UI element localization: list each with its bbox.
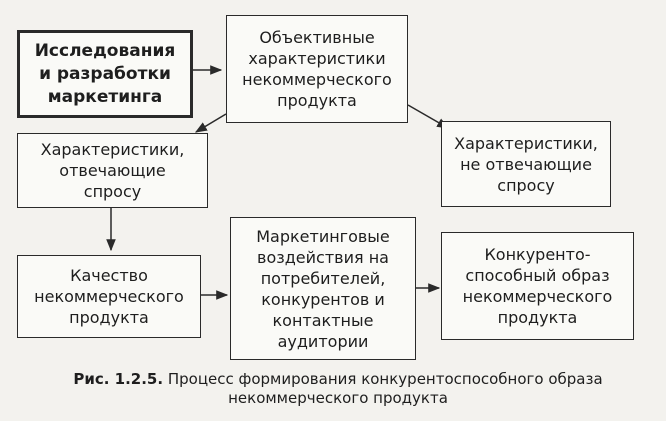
box-marketing-impacts-text: Маркетинговые воздействия на потребителе…	[256, 226, 390, 351]
figure-caption-line-1: Рис. 1.2.5. Процесс формирования конкуре…	[18, 370, 658, 389]
box-marketing-impacts: Маркетинговые воздействия на потребителе…	[230, 217, 416, 360]
box-objective-characteristics-text: Объективные характеристики некоммерческо…	[242, 28, 392, 110]
figure-caption-line-2: некоммерческого продукта	[228, 389, 448, 407]
box-characteristics-not-meeting-demand: Характеристики, не отвечающие спросу	[441, 121, 611, 207]
figure-label: Рис. 1.2.5.	[73, 370, 164, 388]
figure-caption-text: Процесс формирования конкурентоспособног…	[167, 370, 603, 388]
box-marketing-research-text: Исследования и разработки маркетинга	[34, 40, 176, 107]
box-characteristics-not-meeting-demand-text: Характеристики, не отвечающие спросу	[454, 133, 598, 195]
box-marketing-research: Исследования и разработки маркетинга	[17, 30, 193, 118]
box-objective-characteristics: Объективные характеристики некоммерческо…	[226, 15, 408, 123]
figure-caption: Рис. 1.2.5. Процесс формирования конкуре…	[18, 370, 658, 408]
box-competitive-image-text: Конкуренто- способный образ некоммерческ…	[462, 245, 613, 327]
box-product-quality-text: Качество некоммерческого продукта	[34, 266, 184, 327]
arrow-objective-to-demand-yes	[194, 113, 227, 133]
box-characteristics-meeting-demand: Характеристики, отвечающие спросу	[17, 133, 208, 208]
box-product-quality: Качество некоммерческого продукта	[17, 255, 201, 338]
box-competitive-image: Конкуренто- способный образ некоммерческ…	[441, 232, 634, 340]
box-characteristics-meeting-demand-text: Характеристики, отвечающие спросу	[40, 140, 185, 201]
